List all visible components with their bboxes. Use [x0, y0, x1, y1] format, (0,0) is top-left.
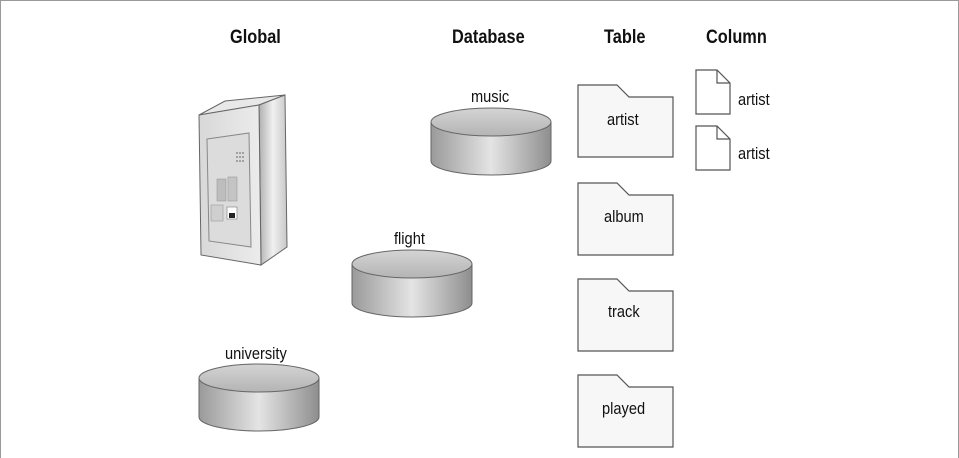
table-label-album: album [604, 207, 644, 226]
database-label-music: music [471, 87, 510, 106]
database-cylinder-music [430, 107, 552, 176]
database-label-flight: flight [394, 229, 425, 248]
folder-icon-track [577, 278, 674, 352]
database-label-university: university [225, 344, 287, 363]
folder-icon-album [577, 182, 674, 256]
folder-icon-played [577, 374, 674, 448]
header-global: Global [230, 27, 281, 48]
header-table: Table [604, 27, 646, 48]
column-label-artist-2: artist [738, 144, 770, 163]
table-label-track: track [608, 302, 640, 321]
database-cylinder-university [198, 363, 320, 432]
header-column: Column [706, 27, 767, 48]
document-icon-artist-1 [695, 69, 731, 115]
folder-icon-artist [577, 84, 674, 158]
column-label-artist-1: artist [738, 90, 770, 109]
database-cylinder-flight [351, 249, 473, 318]
document-icon-artist-2 [695, 125, 731, 171]
table-label-artist: artist [607, 110, 639, 129]
header-database: Database [452, 27, 525, 48]
table-label-played: played [602, 399, 646, 418]
server-icon [198, 94, 288, 266]
